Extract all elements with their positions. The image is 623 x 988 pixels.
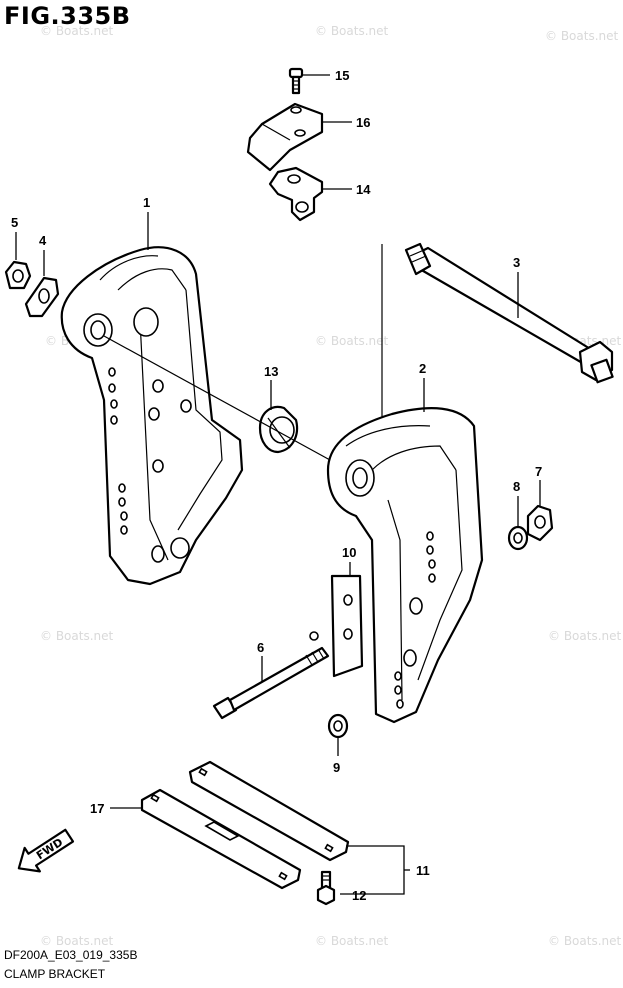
callout-13: 13 [264, 364, 278, 379]
part-10-plate [330, 574, 364, 678]
part-17-pad [140, 788, 302, 890]
watermark: © Boats.net [40, 24, 114, 38]
watermark: © Boats.net [40, 629, 114, 643]
watermark: © Boats.net [315, 934, 389, 948]
watermark: © Boats.net [315, 334, 389, 348]
callout-5: 5 [11, 215, 18, 230]
callout-leader [340, 845, 405, 895]
callout-2: 2 [419, 361, 426, 376]
callout-3: 3 [513, 255, 520, 270]
part-8-washer [507, 525, 529, 551]
part-2-clamp-bracket [326, 407, 484, 724]
part-9-washer [327, 713, 349, 739]
fwd-arrow-icon: FWD [17, 828, 75, 873]
watermark: © Boats.net [40, 934, 114, 948]
part-14-bracket [268, 166, 324, 222]
callout-4: 4 [39, 233, 47, 248]
figure-title: FIG.335B [4, 2, 131, 30]
watermark: © Boats.net [548, 629, 622, 643]
callout-9: 9 [333, 760, 340, 775]
watermark: © Boats.net [315, 24, 389, 38]
callout-12: 12 [352, 888, 366, 903]
part-3-tilt-shaft [404, 242, 614, 384]
callout-8: 8 [513, 479, 520, 494]
callout-17: 17 [90, 801, 104, 816]
part-7-nut [526, 504, 554, 542]
figure-name: CLAMP BRACKET [4, 967, 106, 981]
part-11-stopper-plate [188, 760, 350, 862]
part-6-bolt [212, 631, 330, 720]
part-1-clamp-bracket [60, 246, 244, 586]
watermark: © Boats.net [545, 29, 619, 43]
callout-7: 7 [535, 464, 542, 479]
part-12-bolt [316, 870, 336, 906]
callout-16: 16 [356, 115, 370, 130]
callout-15: 15 [335, 68, 349, 83]
callout-11: 11 [416, 863, 430, 878]
callout-1: 1 [143, 195, 150, 210]
part-4-washer [24, 276, 60, 318]
callout-6: 6 [257, 640, 264, 655]
part-5-nut [4, 260, 32, 290]
figure-code: DF200A_E03_019_335B [4, 948, 138, 962]
watermark: © Boats.net [548, 934, 622, 948]
callout-14: 14 [356, 182, 371, 197]
callout-10: 10 [342, 545, 356, 560]
shaft-axis-line [103, 335, 331, 461]
part-15-bolt [288, 67, 304, 95]
part-13-bushing [258, 405, 299, 454]
part-16-plate [246, 102, 324, 172]
